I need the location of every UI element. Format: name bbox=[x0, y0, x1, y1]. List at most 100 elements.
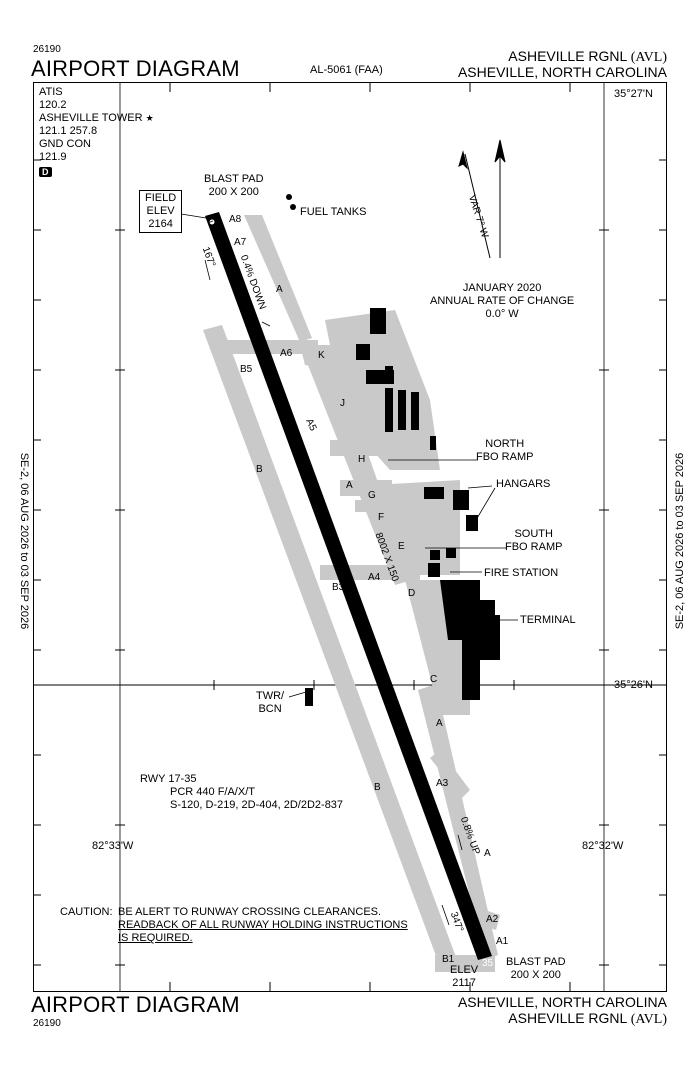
atis-label: ATIS bbox=[39, 86, 63, 98]
footer-code: 26190 bbox=[33, 1018, 61, 1029]
fuel-tank-1 bbox=[286, 194, 292, 200]
caution-line2: READBACK OF ALL RUNWAY HOLDING INSTRUCTI… bbox=[118, 919, 408, 931]
blast-pad-south: BLAST PAD 200 X 200 bbox=[506, 956, 566, 982]
building-5 bbox=[385, 388, 393, 432]
field-elev-value: 2164 bbox=[148, 218, 173, 230]
blast-pad-north-line2: 200 X 200 bbox=[208, 186, 259, 198]
north-arrows bbox=[458, 139, 506, 259]
magnetic-north-line bbox=[464, 153, 491, 259]
building-8 bbox=[430, 436, 436, 450]
north-fbo-line2: FBO RAMP bbox=[476, 451, 534, 463]
hangars-label: HANGARS bbox=[496, 478, 551, 490]
label-a8: A8 bbox=[229, 214, 242, 225]
tower-label: ASHEVILLE TOWER bbox=[39, 112, 143, 124]
header-airport-name: ASHEVILLE RGNL bbox=[508, 48, 627, 64]
magnetic-north-arrowhead bbox=[458, 150, 468, 170]
blast-pad-south-line1: BLAST PAD bbox=[506, 956, 566, 968]
label-a-3: A bbox=[436, 718, 443, 729]
runway-info-block: RWY 17-35 PCR 440 F/A/X/T S-120, D-219, … bbox=[140, 773, 343, 812]
label-d: D bbox=[408, 588, 415, 599]
runway-ident-35: 35 bbox=[482, 958, 494, 969]
label-a2: A2 bbox=[486, 914, 499, 925]
header-title: AIRPORT DIAGRAM bbox=[31, 56, 240, 81]
runway-35-elev-value: 2117 bbox=[452, 977, 476, 989]
label-k: K bbox=[318, 350, 325, 361]
taxiway-g bbox=[340, 480, 392, 496]
fire-station-label: FIRE STATION bbox=[484, 567, 559, 579]
runway-info-line1: RWY 17-35 bbox=[140, 773, 197, 785]
magvar-date: JANUARY 2020 bbox=[462, 282, 542, 294]
field-elev-line1: FIELD bbox=[145, 192, 177, 204]
building-2 bbox=[356, 344, 370, 360]
runway-info-line3: S-120, D-219, 2D-404, 2D/2D2-837 bbox=[170, 799, 344, 811]
grid-ticks bbox=[33, 82, 667, 992]
magvar-label: VAR 7° W bbox=[466, 194, 490, 240]
field-elev-line2: ELEV bbox=[146, 205, 175, 217]
gnd-freq: 121.9 bbox=[39, 151, 67, 163]
procedure-id: AL-5061 (FAA) bbox=[310, 64, 383, 76]
label-j: J bbox=[340, 398, 345, 409]
diagram-frame bbox=[33, 82, 667, 992]
south-fbo-line1: SOUTH bbox=[514, 528, 553, 540]
label-b3: B3 bbox=[332, 582, 345, 593]
blast-pad-north-line1: BLAST PAD bbox=[204, 173, 264, 185]
gnd-label: GND CON bbox=[39, 138, 91, 150]
label-b5: B5 bbox=[240, 364, 253, 375]
header-code: 26190 bbox=[33, 44, 61, 55]
label-a-2: A bbox=[346, 480, 353, 491]
runway-35-elev: ELEV 2117 bbox=[450, 964, 478, 990]
header-airport: ASHEVILLE RGNL (AVL) bbox=[508, 48, 667, 66]
runway-heading-n: 167° bbox=[200, 246, 217, 269]
atis-freq: 120.2 bbox=[39, 99, 67, 111]
d-badge-icon: D bbox=[39, 167, 52, 177]
caution-text: BE ALERT TO RUNWAY CROSSING CLEARANCES. … bbox=[118, 906, 408, 945]
taxiway-k bbox=[300, 345, 352, 372]
runway-ident-17: 17 bbox=[205, 210, 220, 224]
label-a1: A1 bbox=[496, 936, 509, 947]
tower-label-line1: TWR/ bbox=[256, 690, 285, 702]
building-6 bbox=[398, 390, 406, 430]
tower-label-line2: BCN bbox=[258, 703, 282, 715]
lat-mid: 35°26'N bbox=[614, 679, 653, 691]
hangar-2 bbox=[453, 490, 469, 510]
terminal-label: TERMINAL bbox=[520, 614, 576, 626]
hangar-3 bbox=[466, 515, 478, 531]
magvar-rate-label: ANNUAL RATE OF CHANGE bbox=[430, 295, 575, 307]
label-f: F bbox=[378, 512, 384, 523]
caution-line1: BE ALERT TO RUNWAY CROSSING CLEARANCES. bbox=[118, 906, 382, 918]
caution-line3: IS REQUIRED. bbox=[118, 932, 193, 944]
north-fbo-label: NORTH FBO RAMP bbox=[476, 438, 533, 464]
tower-line: ASHEVILLE TOWER ★ bbox=[39, 112, 154, 125]
runway-35-elev-label: ELEV bbox=[450, 964, 479, 976]
building-4 bbox=[385, 366, 393, 374]
hangar-1 bbox=[424, 487, 444, 499]
taxiway-labels: A8 A7 A K A6 B5 J A5 H A G F E B B3 A4 D… bbox=[229, 214, 509, 965]
header-location: ASHEVILLE, NORTH CAROLINA bbox=[457, 64, 667, 80]
footer-location: ASHEVILLE, NORTH CAROLINA bbox=[457, 994, 667, 1010]
magvar-block: JANUARY 2020 ANNUAL RATE OF CHANGE 0.0° … bbox=[430, 282, 574, 321]
label-e: E bbox=[398, 541, 405, 552]
label-a7: A7 bbox=[234, 237, 247, 248]
label-h: H bbox=[358, 454, 365, 465]
runway-17-threshold-marker bbox=[209, 219, 215, 225]
tower-building bbox=[305, 688, 313, 706]
lon-right: 82°32'W bbox=[582, 840, 624, 852]
fire-station-building bbox=[428, 563, 440, 577]
header-airport-id: (AVL) bbox=[630, 50, 667, 65]
label-b1: B1 bbox=[442, 954, 455, 965]
building-1 bbox=[370, 308, 386, 334]
fuel-tanks-label: FUEL TANKS bbox=[300, 206, 367, 218]
taxiway-a-north bbox=[244, 215, 312, 342]
footer-airport-name: ASHEVILLE RGNL bbox=[508, 1010, 627, 1026]
taxiway-b bbox=[203, 325, 460, 972]
label-g: G bbox=[368, 490, 376, 501]
tower-freq: 121.1 257.8 bbox=[39, 125, 98, 137]
taxiway-e bbox=[390, 528, 425, 545]
label-a3: A3 bbox=[436, 778, 449, 789]
field-elev-box: FIELD ELEV 2164 bbox=[139, 190, 183, 233]
label-c: C bbox=[430, 674, 437, 685]
runway-17-35 bbox=[205, 212, 492, 960]
footer-title: AIRPORT DIAGRAM bbox=[31, 992, 240, 1017]
label-a-4: A bbox=[484, 848, 491, 859]
label-a6: A6 bbox=[280, 348, 293, 359]
